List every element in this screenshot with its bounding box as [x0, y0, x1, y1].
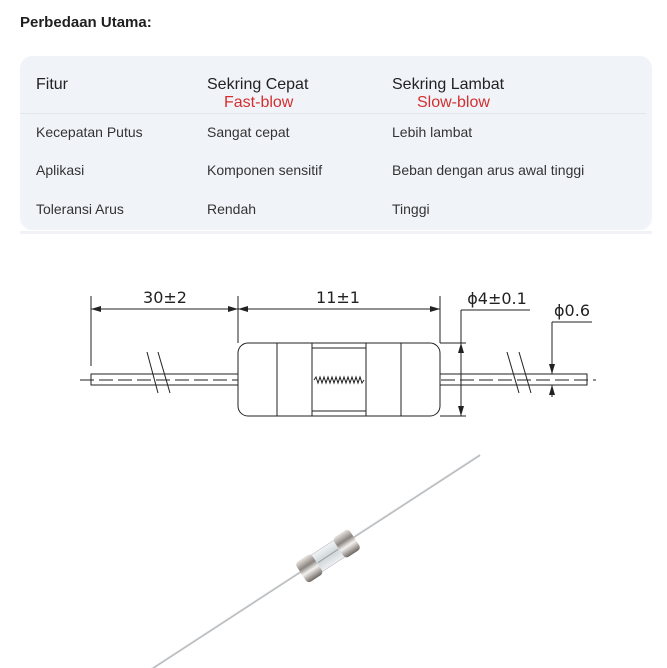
annotation-fast-blow: Fast-blow: [224, 94, 294, 111]
table-cell: Tinggi: [392, 201, 430, 217]
annotation-slow-blow: Slow-blow: [417, 94, 490, 111]
body-diameter-label: ϕ4±0.1: [467, 289, 527, 308]
table-cell: Beban dengan arus awal tinggi: [392, 162, 585, 178]
fuse-photo: [150, 453, 481, 668]
table-cell: Rendah: [207, 201, 257, 217]
table-cell: Aplikasi: [36, 162, 85, 178]
table-cell: Lebih lambat: [392, 124, 473, 140]
header-divider: [20, 113, 646, 114]
table-cell: Komponen sensitif: [207, 162, 323, 178]
table-cell: Kecepatan Putus: [36, 124, 143, 140]
comparison-table: Fitur Sekring Cepat Sekring Lambat Fast-…: [20, 56, 652, 230]
table-cell: Toleransi Arus: [36, 201, 124, 217]
table-cell: Sangat cepat: [207, 124, 290, 140]
section-heading: Perbedaan Utama:: [20, 14, 152, 31]
header-fast-fuse: Sekring Cepat: [207, 76, 309, 93]
body-length-label: 11±1: [316, 288, 360, 307]
technical-drawing: [80, 296, 596, 417]
header-feature: Fitur: [36, 76, 68, 93]
header-slow-fuse: Sekring Lambat: [392, 76, 505, 93]
lead-length-label: 30±2: [143, 288, 187, 307]
lead-diameter-label: ϕ0.6: [554, 301, 590, 320]
table-bottom-border: [20, 231, 652, 234]
